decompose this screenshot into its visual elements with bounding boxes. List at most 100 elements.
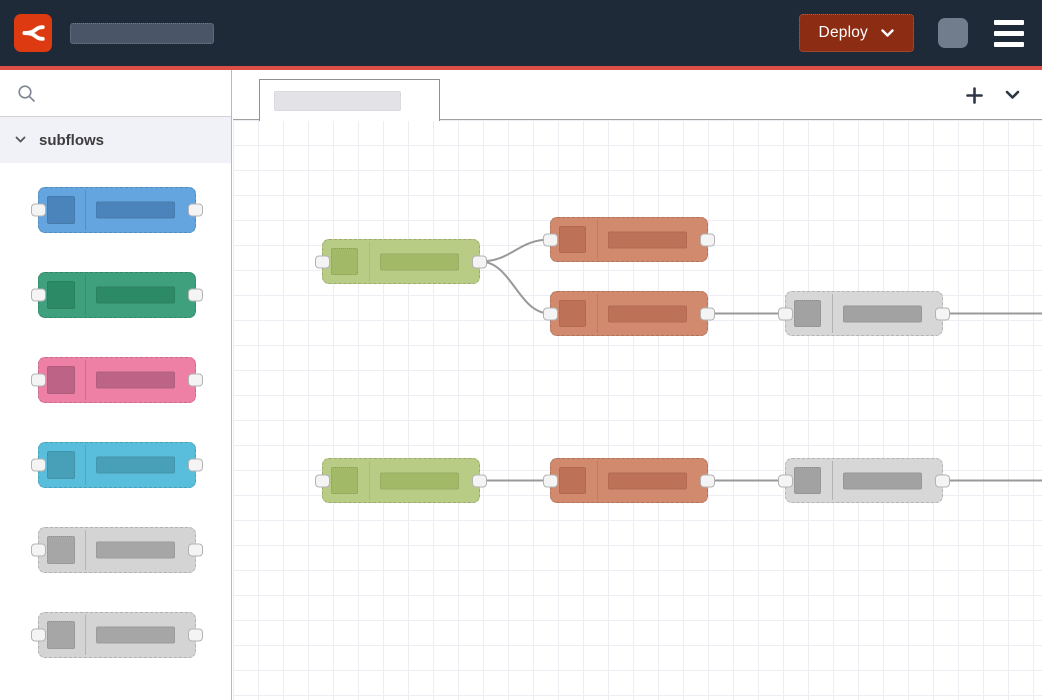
flow-tab-bar bbox=[233, 70, 1042, 121]
node-output-port[interactable] bbox=[188, 373, 203, 387]
node-separator bbox=[85, 360, 86, 400]
flow-tab-label-placeholder bbox=[274, 90, 401, 111]
node-separator bbox=[832, 461, 833, 500]
node-input-port[interactable] bbox=[31, 288, 46, 302]
wire[interactable] bbox=[479, 238, 551, 263]
user-avatar[interactable] bbox=[938, 18, 968, 48]
tab-actions bbox=[962, 70, 1042, 120]
node-label-placeholder bbox=[96, 456, 175, 474]
node-icon bbox=[331, 467, 358, 494]
node-input-port[interactable] bbox=[31, 458, 46, 472]
flow-canvas[interactable] bbox=[233, 120, 1042, 700]
palette-node-green[interactable] bbox=[31, 272, 203, 318]
node-input-port[interactable] bbox=[778, 474, 793, 487]
node-separator bbox=[369, 461, 370, 500]
node-icon bbox=[559, 226, 586, 253]
hamburger-menu-icon[interactable] bbox=[992, 18, 1026, 49]
node-output-port[interactable] bbox=[935, 474, 950, 487]
node-separator bbox=[85, 530, 86, 570]
node-output-port[interactable] bbox=[935, 307, 950, 320]
workspace bbox=[233, 70, 1042, 700]
add-flow-button[interactable] bbox=[962, 83, 986, 107]
node-icon bbox=[794, 300, 821, 327]
node-icon bbox=[559, 467, 586, 494]
node-separator bbox=[369, 242, 370, 281]
palette-node-list bbox=[0, 163, 231, 658]
flow-node-salmon[interactable] bbox=[543, 291, 715, 336]
node-red-logo-icon bbox=[14, 14, 52, 52]
chevron-down-icon bbox=[881, 28, 894, 37]
main-area: subflows bbox=[0, 70, 1042, 700]
node-input-port[interactable] bbox=[778, 307, 793, 320]
node-output-port[interactable] bbox=[700, 474, 715, 487]
flow-node-salmon[interactable] bbox=[543, 458, 715, 503]
node-label-placeholder bbox=[843, 305, 922, 322]
node-input-port[interactable] bbox=[543, 307, 558, 320]
palette-node-blue[interactable] bbox=[31, 187, 203, 233]
node-input-port[interactable] bbox=[543, 474, 558, 487]
node-label-placeholder bbox=[380, 472, 459, 489]
node-input-port[interactable] bbox=[31, 543, 46, 557]
node-output-port[interactable] bbox=[188, 543, 203, 557]
node-output-port[interactable] bbox=[188, 458, 203, 472]
chevron-down-icon bbox=[15, 136, 26, 143]
node-input-port[interactable] bbox=[31, 628, 46, 642]
node-separator bbox=[85, 190, 86, 230]
workspace-title-placeholder bbox=[70, 22, 214, 44]
node-icon bbox=[559, 300, 586, 327]
palette-search-box[interactable] bbox=[0, 70, 231, 117]
wire[interactable] bbox=[479, 260, 551, 315]
node-icon bbox=[47, 281, 75, 309]
node-input-port[interactable] bbox=[543, 233, 558, 246]
wire-layer bbox=[479, 238, 1042, 482]
node-label-placeholder bbox=[96, 286, 175, 304]
node-input-port[interactable] bbox=[31, 373, 46, 387]
node-label-placeholder bbox=[96, 541, 175, 559]
palette-category-subflows[interactable]: subflows bbox=[0, 117, 231, 163]
node-input-port[interactable] bbox=[315, 255, 330, 268]
node-icon bbox=[47, 366, 75, 394]
node-output-port[interactable] bbox=[472, 474, 487, 487]
node-label-placeholder bbox=[608, 231, 687, 248]
flow-list-button[interactable] bbox=[1000, 83, 1024, 107]
flow-node-olive[interactable] bbox=[315, 239, 487, 284]
node-icon bbox=[47, 621, 75, 649]
flow-node-grey[interactable] bbox=[778, 458, 950, 503]
palette-node-pink[interactable] bbox=[31, 357, 203, 403]
chevron-down-icon bbox=[1005, 90, 1019, 99]
palette-node-cyan[interactable] bbox=[31, 442, 203, 488]
node-label-placeholder bbox=[608, 305, 687, 322]
node-input-port[interactable] bbox=[31, 203, 46, 217]
node-separator bbox=[597, 220, 598, 259]
flow-node-grey[interactable] bbox=[778, 291, 950, 336]
flow-tab[interactable] bbox=[259, 79, 440, 121]
header-accent-line bbox=[0, 66, 1042, 70]
flow-node-olive[interactable] bbox=[315, 458, 487, 503]
node-label-placeholder bbox=[96, 201, 175, 219]
node-icon bbox=[47, 536, 75, 564]
node-icon bbox=[47, 451, 75, 479]
palette-node-grey[interactable] bbox=[31, 527, 203, 573]
node-input-port[interactable] bbox=[315, 474, 330, 487]
node-icon bbox=[47, 196, 75, 224]
node-output-port[interactable] bbox=[188, 288, 203, 302]
node-separator bbox=[597, 294, 598, 333]
node-separator bbox=[597, 461, 598, 500]
palette-sidebar: subflows bbox=[0, 70, 232, 700]
node-icon bbox=[794, 467, 821, 494]
node-icon bbox=[331, 248, 358, 275]
node-output-port[interactable] bbox=[472, 255, 487, 268]
palette-node-grey[interactable] bbox=[31, 612, 203, 658]
node-separator bbox=[85, 445, 86, 485]
node-output-port[interactable] bbox=[700, 233, 715, 246]
node-label-placeholder bbox=[380, 253, 459, 270]
search-icon bbox=[18, 84, 35, 102]
plus-icon bbox=[965, 86, 983, 104]
node-output-port[interactable] bbox=[188, 203, 203, 217]
deploy-button[interactable]: Deploy bbox=[798, 14, 914, 52]
node-output-port[interactable] bbox=[188, 628, 203, 642]
flow-node-salmon[interactable] bbox=[543, 217, 715, 262]
node-output-port[interactable] bbox=[700, 307, 715, 320]
node-separator bbox=[85, 275, 86, 315]
